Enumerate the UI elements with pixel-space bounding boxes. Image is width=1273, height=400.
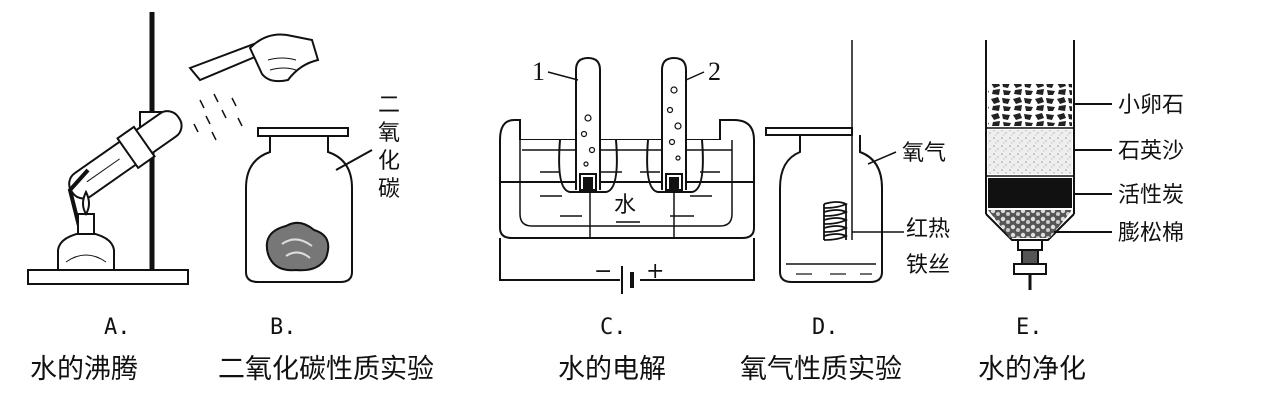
panel-d-letter: D. <box>812 315 839 340</box>
panel-e-letter: E. <box>1016 315 1043 340</box>
panel-b-caption: 二氧化碳性质实验 <box>218 354 434 385</box>
panel-b-label-char-3: 化 <box>378 149 400 174</box>
panel-d-wire-label-line2: 铁丝 <box>906 253 950 278</box>
panel-a-apparatus <box>27 12 320 285</box>
panel-a-caption: 水的沸腾 <box>30 354 138 385</box>
panel-d-apparatus <box>765 40 904 283</box>
panel-b-apparatus <box>245 127 373 283</box>
panel-e-layer-quartz-sand: 石英沙 <box>1118 139 1184 164</box>
panel-b-label-char-1: 二 <box>378 93 400 118</box>
panel-e-layer-cotton: 膨松棉 <box>1118 221 1184 246</box>
panel-c-water-label: 水 <box>614 193 636 218</box>
panel-c-minus-label: − <box>594 259 612 284</box>
panel-e-apparatus <box>985 40 1112 290</box>
panel-e-layer-activated-carbon: 活性炭 <box>1118 183 1184 208</box>
panel-a-letter: A. <box>104 315 131 340</box>
panel-b-label-char-4: 碳 <box>378 177 400 202</box>
panel-c-tube2-label: 2 <box>708 57 721 86</box>
panel-d-wire-label-line1: 红热 <box>906 217 950 242</box>
panel-b-letter: B. <box>270 315 297 340</box>
panel-c-letter: C. <box>600 315 627 340</box>
panel-e-caption: 水的净化 <box>978 354 1086 385</box>
panel-c-tube1-label: 1 <box>532 57 545 86</box>
panel-c-caption: 水的电解 <box>558 354 666 385</box>
panel-c-plus-label: + <box>646 259 664 284</box>
panel-b-label-char-2: 氧 <box>378 121 400 146</box>
panel-c-apparatus <box>499 56 755 294</box>
panel-d-gas-label: 氧气 <box>902 141 946 166</box>
panel-d-caption: 氧气性质实验 <box>740 354 902 385</box>
panel-e-layer-pebbles: 小卵石 <box>1118 93 1184 118</box>
